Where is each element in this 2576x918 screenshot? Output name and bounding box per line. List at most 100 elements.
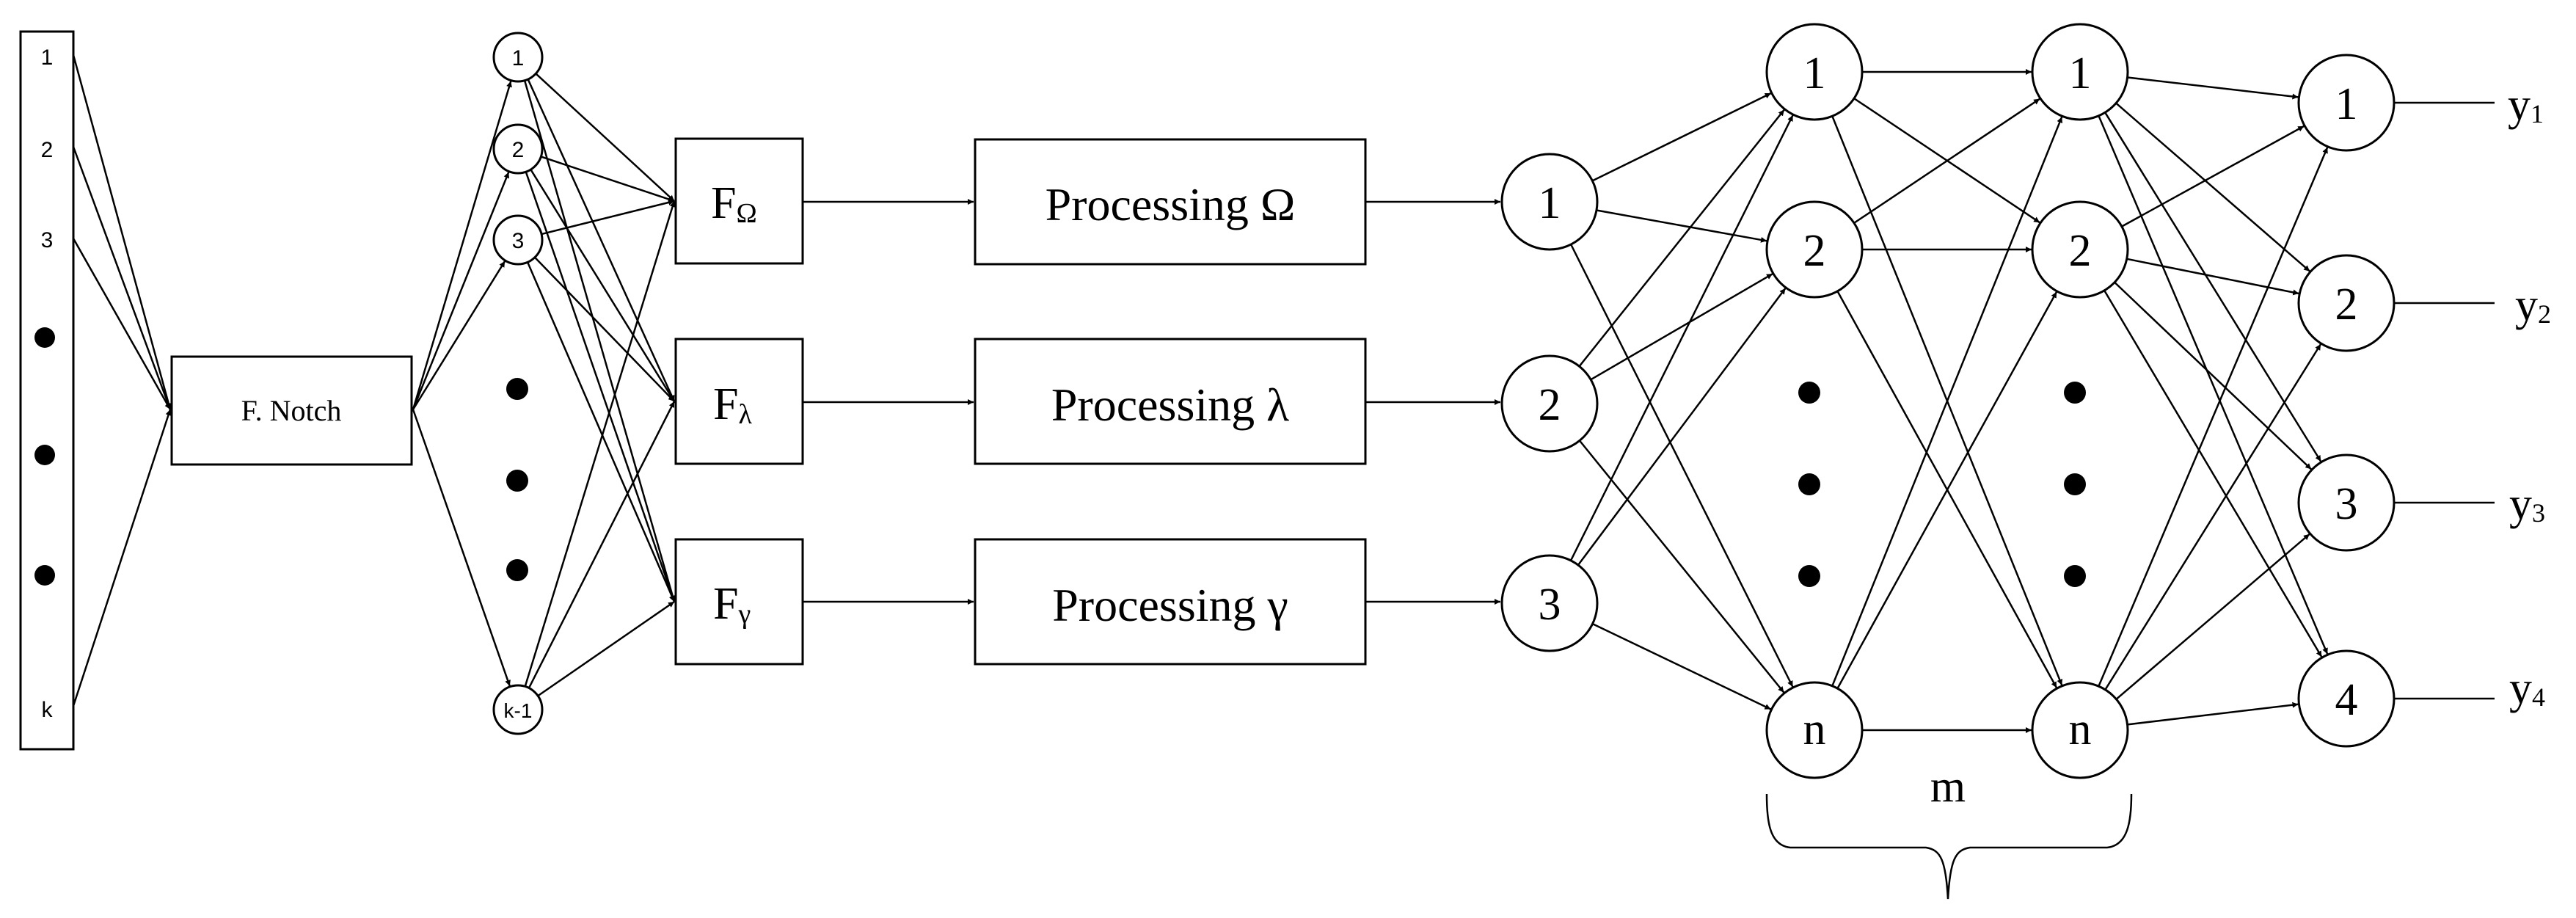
channel-node-3	[492, 214, 544, 266]
hidden2-to-output-line	[2104, 343, 2322, 691]
output-neuron-3	[2297, 453, 2396, 552]
channel-to-filter-line	[530, 169, 676, 402]
filter-omega-label: FΩ	[711, 178, 757, 229]
filter-gamma-base: F	[713, 579, 738, 629]
output-y1-base: y	[2508, 80, 2531, 130]
processing-gamma-box	[974, 538, 1367, 666]
hidden2-label-n: n	[2069, 704, 2092, 754]
filter-omega-subscript: Ω	[736, 198, 756, 229]
filter-lambda-box	[674, 338, 804, 465]
connections	[72, 54, 2495, 733]
channel-to-filter-line	[526, 261, 676, 602]
hidden2-label-1: 1	[2069, 48, 2092, 98]
input-neuron-1	[1500, 153, 1599, 251]
processing-lambda-label: Processing λ	[1051, 379, 1289, 431]
processing-omega-label: Processing Ω	[1046, 178, 1296, 230]
ellipsis-dot	[34, 327, 55, 348]
hidden2-to-output-line	[2126, 258, 2299, 296]
output-y3: y3	[2509, 479, 2545, 529]
notch-to-channel-line	[412, 172, 510, 410]
output-y1-subscript: 1	[2531, 99, 2544, 128]
ellipsis-dot	[1798, 565, 1820, 587]
output-y3-subscript: 3	[2532, 498, 2545, 528]
channel-to-filter-line	[540, 156, 675, 203]
hidden2-neuron-1	[2031, 23, 2129, 121]
hidden2-to-output-line	[2127, 76, 2299, 100]
channel-to-filter-line	[534, 256, 675, 402]
output-y3-base: y	[2509, 479, 2532, 529]
hidden1-to-hidden2-line	[1853, 98, 2040, 224]
input-to-hidden1-line	[1578, 440, 1785, 693]
output-y4: y4	[2509, 663, 2545, 713]
channel-node-2	[492, 123, 544, 175]
channel-label-3: 3	[512, 229, 525, 253]
hidden1-neuron-n	[1765, 681, 1864, 779]
output-neuron-1	[2297, 54, 2396, 152]
hidden2-to-output-line	[2098, 115, 2329, 655]
processing-omega-box	[974, 138, 1367, 266]
input-neuron-3	[1500, 554, 1599, 652]
ellipsis-dot	[506, 559, 528, 581]
input-label-k: k	[42, 698, 54, 722]
channel-to-filter-line	[525, 171, 676, 602]
output-neuron-label-1: 1	[2335, 79, 2358, 129]
hidden2-to-output-line	[2115, 102, 2310, 272]
filter-omega-base: F	[711, 178, 736, 228]
hidden1-label-1: 1	[1803, 48, 1826, 98]
hidden-layer-count-label: m	[1930, 762, 1966, 812]
hidden2-neuron-2	[2031, 200, 2129, 299]
ellipsis-dot	[2064, 382, 2086, 404]
output-neuron-2	[2297, 254, 2396, 352]
input-to-hidden1-line	[1590, 273, 1773, 381]
output-neuron-label-2: 2	[2335, 280, 2358, 329]
input-to-notch-line	[72, 54, 172, 410]
ellipsis-dot	[506, 470, 528, 492]
filter-omega-box	[674, 137, 804, 265]
hidden2-to-output-line	[2104, 290, 2323, 657]
processing-gamma-label: Processing γ	[1052, 579, 1288, 631]
output-y4-base: y	[2509, 663, 2532, 713]
channel-to-filter-line	[535, 73, 675, 202]
notch-filter-label: F. Notch	[241, 394, 342, 427]
input-to-hidden1-line	[1592, 622, 1772, 710]
hidden2-label-2: 2	[2069, 226, 2092, 276]
hidden1-label-2: 2	[1803, 226, 1826, 276]
hidden-layers-brace	[1765, 793, 2133, 900]
hidden1-neuron-1	[1765, 23, 1864, 121]
hidden1-label-n: n	[1803, 704, 1826, 754]
filter-lambda-label: Fλ	[713, 379, 752, 430]
notch-to-channel-line	[412, 261, 506, 410]
channel-to-filter-line	[523, 80, 676, 602]
ellipsis-dot	[2064, 473, 2086, 495]
output-y2-subscript: 2	[2538, 299, 2551, 329]
channel-label-k-1: k-1	[504, 699, 533, 722]
input-neuron-2	[1500, 354, 1599, 453]
filter-lambda-subscript: λ	[738, 399, 752, 430]
ellipsis-dot	[2064, 565, 2086, 587]
input-to-hidden1-line	[1570, 244, 1794, 688]
channel-to-filter-line	[537, 600, 675, 697]
input-to-hidden1-line	[1578, 109, 1785, 367]
notch-filter-box	[170, 355, 413, 466]
input-neuron-label-3: 3	[1539, 580, 1561, 630]
ellipsis-dot	[1798, 382, 1820, 404]
output-neuron-label-4: 4	[2335, 675, 2358, 725]
hidden1-to-hidden2-line	[1836, 291, 2058, 689]
input-to-notch-line	[72, 146, 172, 410]
ellipsis-dot	[506, 378, 528, 400]
channel-label-2: 2	[512, 138, 525, 162]
hidden2-to-output-line	[2115, 533, 2310, 700]
notch-to-channel-line	[412, 409, 511, 687]
channel-node-k-1	[492, 684, 544, 735]
output-neuron-4	[2297, 649, 2396, 748]
channel-to-filter-line	[524, 200, 676, 687]
filter-gamma-subscript: γ	[737, 599, 751, 630]
filter-gamma-label: Fγ	[713, 579, 751, 630]
ellipsis-dot	[34, 445, 55, 465]
output-y2-base: y	[2515, 280, 2538, 330]
channel-to-filter-line	[528, 401, 676, 689]
processing-lambda-box	[974, 338, 1367, 465]
ellipsis-dot	[34, 565, 55, 586]
hidden2-to-output-line	[2121, 125, 2305, 227]
